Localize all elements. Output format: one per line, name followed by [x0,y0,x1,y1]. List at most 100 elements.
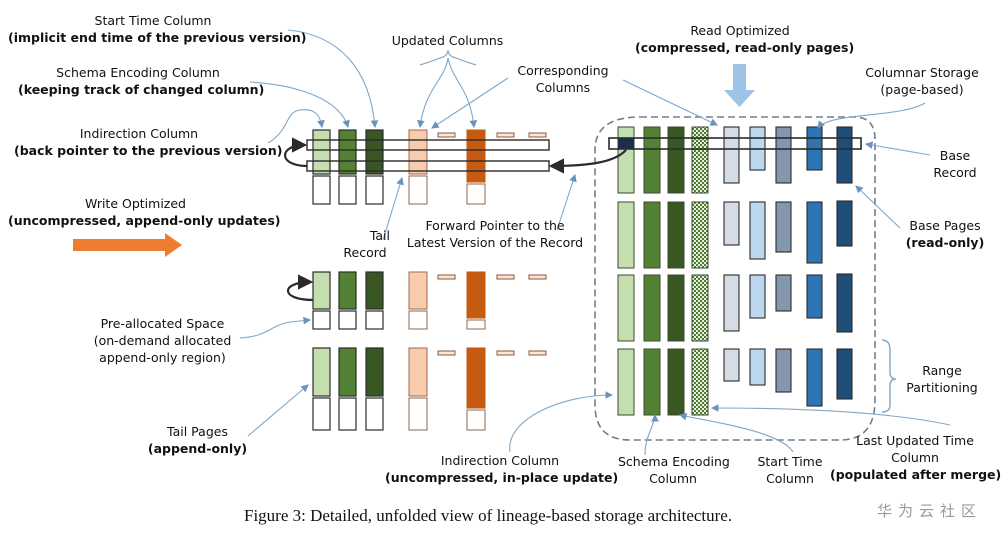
tail-unallocated-column [437,274,456,280]
base-data-column-page-3 [775,274,792,312]
base-start-time-page [667,126,685,194]
tail-indirection-page-empty [312,310,331,330]
tail-start-time-page-empty [365,397,384,431]
back-pointer-arrow-2 [286,274,314,302]
tail-schema-encoding-page-empty [338,397,357,431]
leader-corresponding-base [622,79,718,126]
label-base-pages: Base Pages (read-only) [905,218,985,250]
label-range-partitioning: Range Partitioning [906,363,978,395]
base-start-time-page [667,274,685,342]
tail-updated-column-dark [466,271,486,319]
leader-start-time [287,29,379,129]
label-updated-columns: Updated Columns [391,33,504,48]
base-data-column-page-1 [723,274,740,332]
tail-schema-encoding-page [338,347,357,397]
annotation-leaders [239,29,951,456]
base-data-column-page-5 [836,126,853,184]
tail-updated-column-light [408,129,428,175]
base-data-column-page-2 [749,274,766,319]
label-pre-allocated-space: Pre-allocated Space (on-demand allocated… [93,316,232,365]
tail-start-time-page [365,129,384,175]
base-data-column-page-5 [836,200,853,247]
write-optimized-arrow [73,233,182,257]
base-data-column-page-1 [723,126,740,184]
tail-unallocated-column [528,132,547,138]
label-tail-record: Tail Record [343,228,390,260]
tail-updated-column-light [408,347,428,397]
leader-last-updated [710,404,951,426]
base-schema-encoding-page [643,274,661,342]
tail-unallocated-column [437,132,456,138]
leader-updated-cols-left [417,57,449,129]
base-data-column-page-5 [836,273,853,333]
base-schema-encoding-page [643,126,661,194]
base-last-updated-time-page [691,126,709,194]
leader-indirection-tail [267,109,325,144]
label-schema-encoding-column: Schema Encoding Column (keeping track of… [18,65,265,97]
tail-updated-column-light [408,271,428,310]
tail-start-time-page [365,271,384,310]
label-columnar-storage: Columnar Storage (page-based) [865,65,979,97]
tail-schema-encoding-page [338,271,357,310]
base-start-time-page [667,348,685,416]
base-data-column-page-4 [806,348,823,407]
base-data-column-page-4 [806,201,823,264]
base-data-column-page-2 [749,201,766,260]
tail-start-time-page-empty [365,175,384,205]
base-schema-encoding-page [643,201,661,269]
tail-unallocated-column [496,274,515,280]
leader-base-record [864,141,931,156]
tail-indirection-page [312,271,331,310]
base-data-column-page-1 [723,348,740,382]
label-indirection-column-base: Indirection Column (uncompressed, in-pla… [385,453,619,485]
label-forward-pointer: Forward Pointer to the Latest Version of… [406,218,584,250]
base-pages [617,126,853,416]
tail-indirection-page [312,129,331,175]
label-base-record: Base Record [933,148,977,180]
label-read-optimized: Read Optimized (compressed, read-only pa… [635,23,855,55]
tail-updated-column-light-empty [408,175,428,205]
range-partitioning-brace [881,339,897,413]
leader-tail-record [382,176,404,241]
leader-indirection-base [509,391,614,453]
base-last-updated-time-page [691,274,709,342]
tail-updated-column-light-empty [408,310,428,330]
watermark: 华为云社区 [877,502,983,520]
label-indirection-column-tail: Indirection Column (back pointer to the … [14,126,283,158]
label-schema-encoding-column-base: Schema Encoding Column [618,454,730,486]
leader-updated-cols-right [447,57,478,129]
tail-unallocated-column [496,350,515,356]
leader-start-time-base [678,412,794,453]
tail-unallocated-column [528,350,547,356]
base-indirection-page [617,348,635,416]
base-record-row [608,137,862,150]
tail-schema-encoding-page [338,129,357,175]
base-data-column-page-3 [775,201,792,253]
tail-updated-column-dark-empty [466,319,486,330]
tail-schema-encoding-page-empty [338,175,357,205]
base-data-column-page-5 [836,348,853,400]
back-pointer-arrow-1 [284,137,308,168]
tail-schema-encoding-page-empty [338,310,357,330]
tail-unallocated-column [496,132,515,138]
label-tail-pages: Tail Pages (append-only) [147,424,248,456]
base-start-time-page [667,201,685,269]
leader-schema-encoding-base [644,413,659,456]
label-corresponding-columns: Corresponding Columns [517,63,609,95]
tail-updated-column-dark-empty [466,183,486,205]
tail-start-time-page [365,347,384,397]
base-last-updated-time-page [691,348,709,416]
base-data-column-page-4 [806,274,823,319]
base-data-column-page-3 [775,126,792,184]
base-data-column-page-1 [723,201,740,246]
label-write-optimized: Write Optimized (uncompressed, append-on… [8,196,281,228]
leader-schema-encoding [249,81,350,129]
tail-updated-column-dark [466,347,486,409]
tail-indirection-page [312,347,331,397]
base-record-indirection-cell [618,138,634,149]
updated-columns-brace [419,49,477,66]
label-start-time-column: Start Time Column (implicit end time of … [8,13,307,45]
tail-unallocated-column [528,274,547,280]
